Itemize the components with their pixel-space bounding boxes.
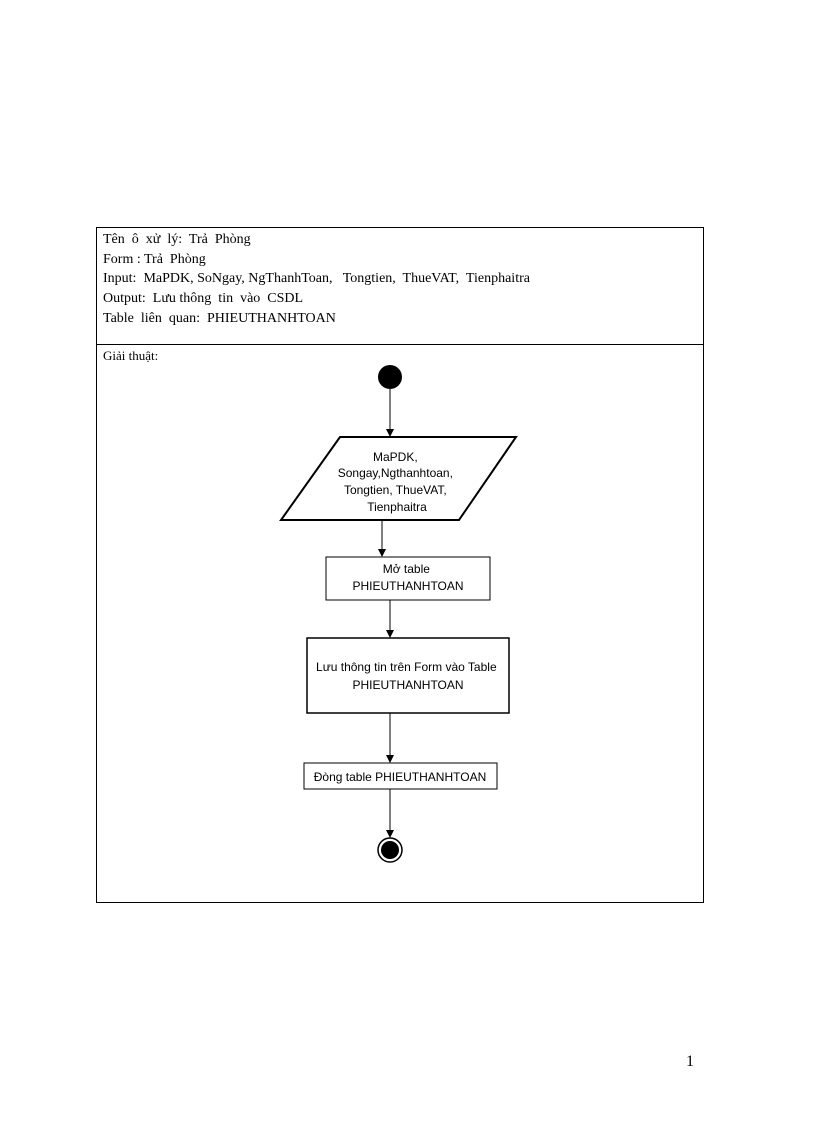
start-node — [378, 365, 402, 389]
input-list: Input: MaPDK, SoNgay, NgThanhToan, Tongt… — [103, 271, 530, 286]
form-name: Form : Trả Phòng — [103, 252, 206, 267]
save-box — [306, 637, 510, 714]
open-table-text: Mở table PHIEUTHANHTOAN — [352, 562, 463, 593]
page-number: 1 — [686, 1053, 694, 1070]
process-spec-table: Tên ô xử lý: Trả Phòng Form : Trả Phòng … — [96, 227, 704, 903]
open-table-box — [325, 556, 491, 601]
close-table-text: Đòng table PHIEUTHANHTOAN — [314, 770, 487, 784]
save-text: Lưu thông tin trên Form vào Table PHIEUT… — [316, 660, 500, 692]
process-name: Tên ô xử lý: Trả Phòng — [103, 232, 251, 247]
spec-header: Tên ô xử lý: Trả Phòng Form : Trả Phòng … — [97, 228, 703, 345]
input-parallelogram — [279, 436, 518, 521]
end-node-core — [381, 841, 399, 859]
output-desc: Output: Lưu thông tin vào CSDL — [103, 291, 304, 306]
input-text: MaPDK, Songay,Ngthanhtoan, Tongtien, Thu… — [338, 450, 457, 514]
close-table-box — [303, 762, 498, 790]
algorithm-label: Giải thuật: — [103, 348, 159, 363]
related-table: Table liên quan: PHIEUTHANHTOAN — [103, 311, 336, 326]
